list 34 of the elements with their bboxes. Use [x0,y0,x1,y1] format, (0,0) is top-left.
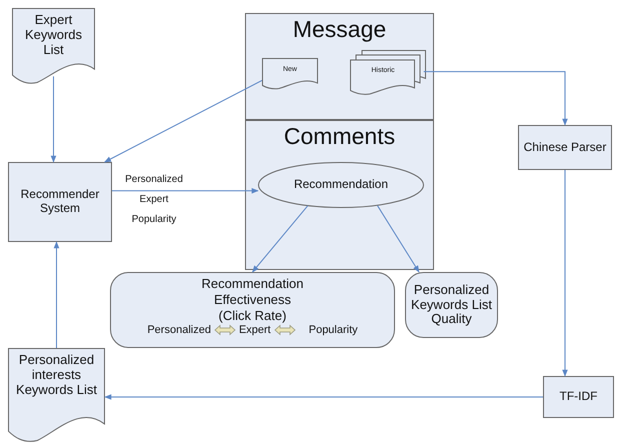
node-label: Recommender System [20,188,100,216]
process-box [543,376,614,418]
node-label: Personalized interests Keywords List [15,353,98,398]
document-shape [12,8,95,84]
mode-label: Expert [238,324,271,336]
process-box [518,125,612,170]
arrow [104,80,262,162]
section-title: Comments [284,122,396,150]
arrow [104,394,544,400]
process-ellipse [258,162,424,208]
arrow [252,205,308,273]
node-label: TF-IDF [558,390,598,404]
arrow [112,188,259,194]
rounded-box [405,272,498,338]
arrow [54,241,60,348]
panel [245,120,434,270]
document-stack [350,50,426,98]
mode-label: Popularity [308,324,358,336]
arrow [377,205,420,273]
mode-label: Personalized [147,324,211,336]
node-title: Recommendation Effectiveness (Click Rate) [200,276,304,324]
arrow [50,76,56,163]
panel [245,13,434,120]
section-title: Message [292,15,386,42]
edge-label: Personalized Expert Popularity [124,172,184,227]
rounded-box [110,272,395,348]
document-shape [8,348,105,442]
arrow [423,71,568,126]
node-label: Chinese Parser [522,140,608,154]
node-label: Expert Keywords List [24,13,84,58]
arrow [562,170,568,377]
node-label: Recommendation [292,178,390,192]
process-box [8,162,112,242]
node-label: Personalized Keywords List Quality [410,282,493,328]
